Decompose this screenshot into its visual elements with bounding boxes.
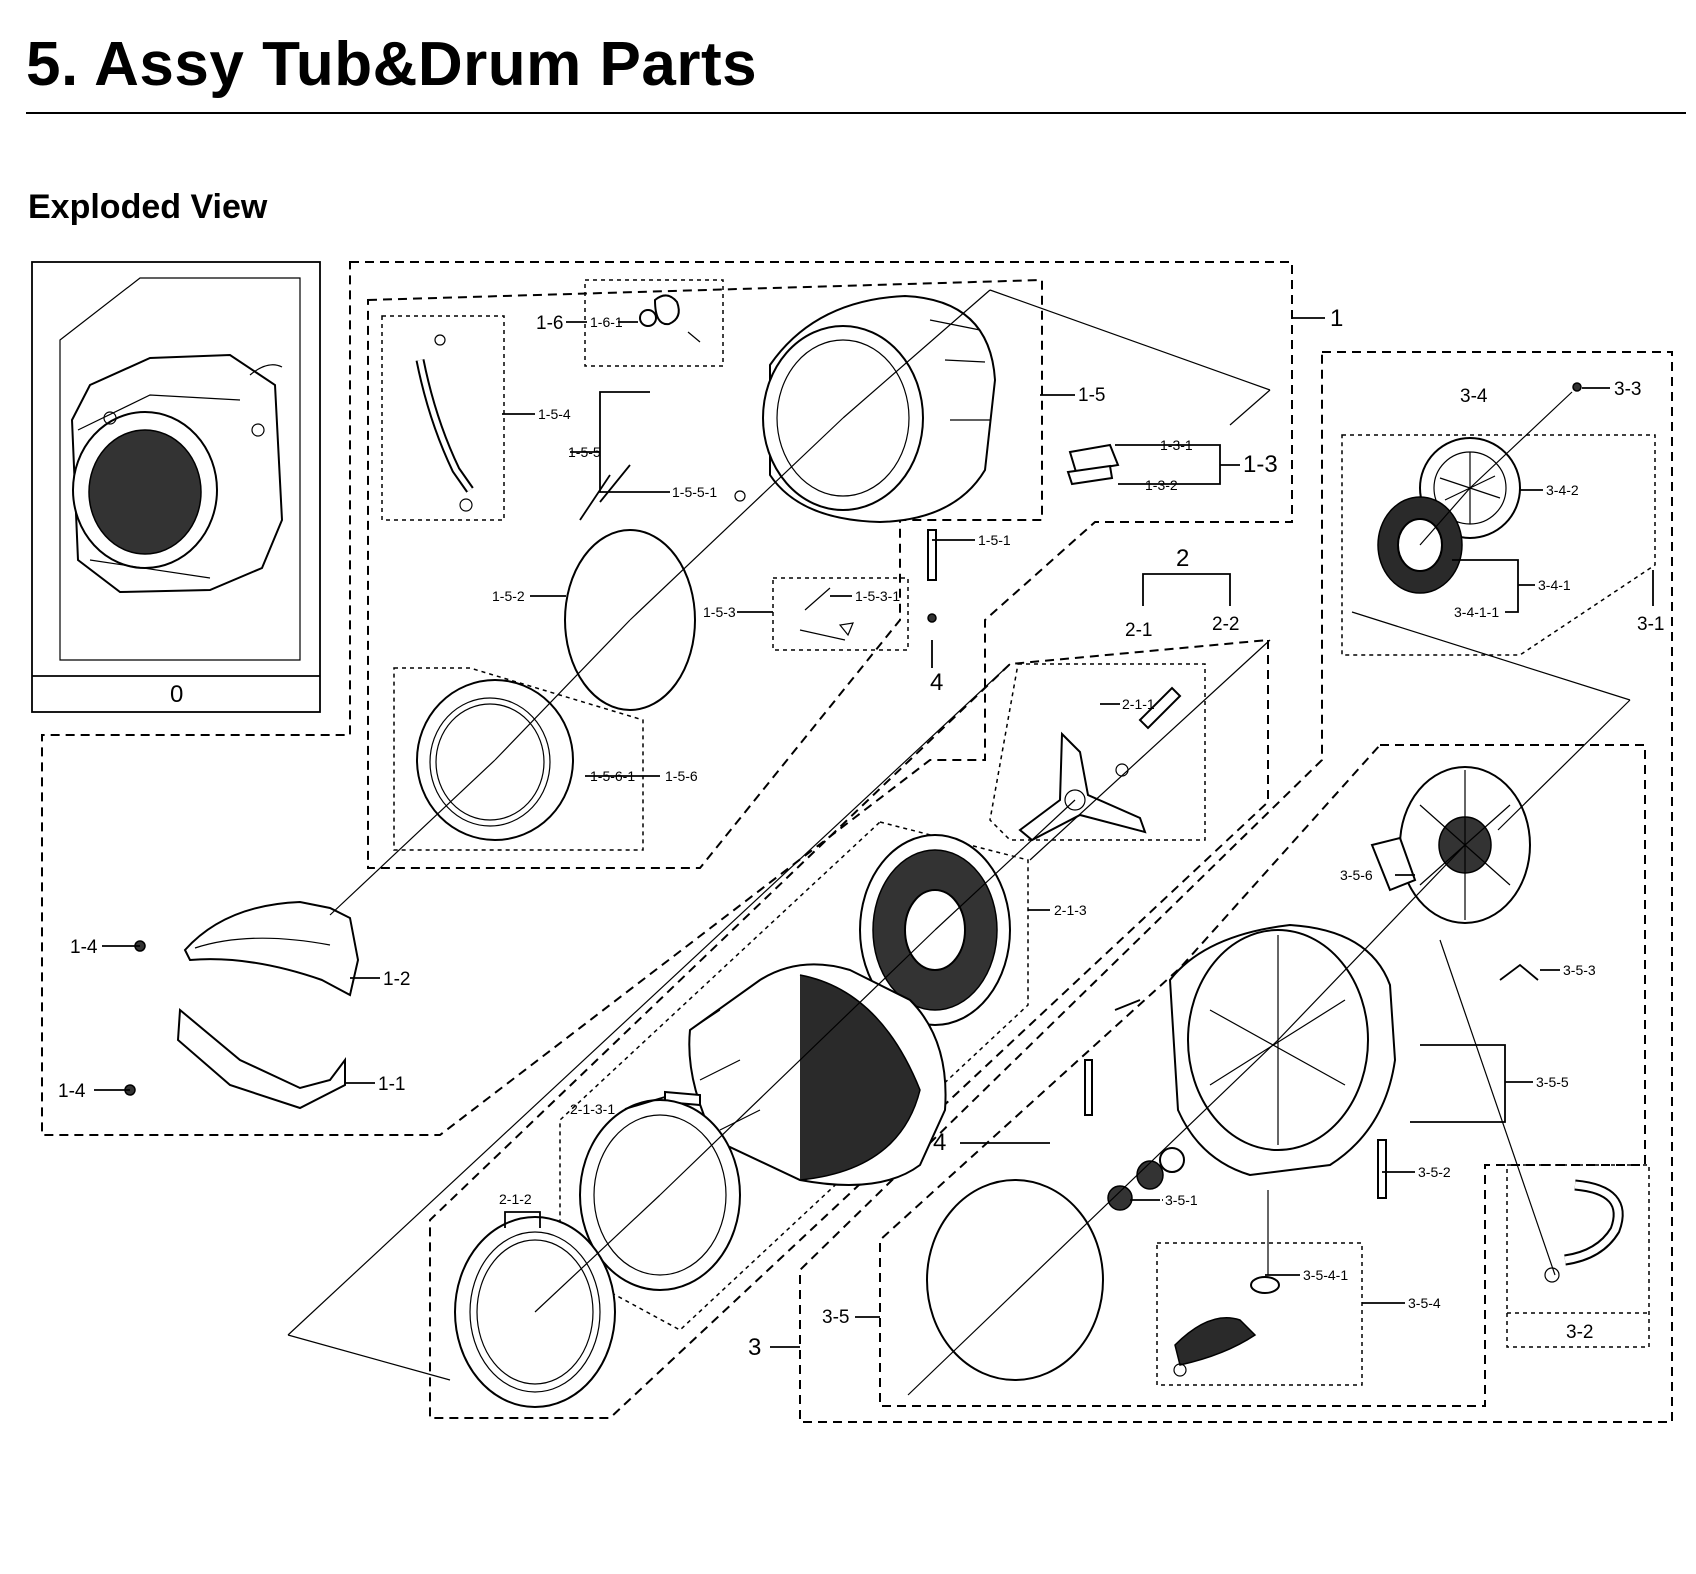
label-3-5-3: 3-5-3 — [1563, 962, 1596, 978]
label-1-2: 1-2 — [383, 969, 410, 990]
assembly-0-box — [31, 261, 321, 713]
label-1-3: 1-3 — [1243, 451, 1278, 478]
spider-2-1-1 — [1018, 731, 1147, 842]
group-3-5-outline — [879, 744, 1646, 1407]
page-title: 5. Assy Tub&Drum Parts — [26, 30, 758, 99]
label-2-1-2: 2-1-2 — [499, 1191, 532, 1207]
label-2-1: 2-1 — [1125, 620, 1152, 641]
label-3-5-1: 3-5-1 — [1165, 1192, 1198, 1208]
label-3-5-4: 3-5-4 — [1408, 1295, 1441, 1311]
group-3-4-box — [1341, 434, 1656, 656]
label-1-1: 1-1 — [378, 1074, 405, 1095]
label-4-upper: 4 — [930, 669, 943, 696]
label-3-5: 3-5 — [822, 1307, 849, 1328]
group-3-5-4-box — [1156, 1242, 1363, 1386]
group-3-parts — [926, 382, 1654, 1381]
label-2-1-3-1: 2-1-3-1 — [570, 1101, 615, 1117]
label-1-5-6: 1-5-6 — [665, 768, 698, 784]
label-1-5-2: 1-5-2 — [492, 588, 525, 604]
label-3-5-6: 3-5-6 — [1340, 867, 1373, 883]
label-3-5-2: 3-5-2 — [1418, 1164, 1451, 1180]
group-1-5-6-box — [393, 667, 644, 851]
section-heading: Exploded View — [28, 188, 268, 226]
label-2-2: 2-2 — [1212, 614, 1239, 635]
label-2-1-1: 2-1-1 — [1122, 696, 1155, 712]
label-2-1-3: 2-1-3 — [1054, 902, 1087, 918]
label-1-5: 1-5 — [1078, 385, 1105, 406]
label-1-5-1: 1-5-1 — [978, 532, 1011, 548]
label-1-5-6-1: 1-5-6-1 — [590, 768, 635, 784]
group-2-1-3-outline — [559, 821, 1029, 1331]
label-1-4-lower: 1-4 — [58, 1081, 86, 1102]
label-2: 2 — [1176, 545, 1189, 572]
title-divider — [26, 112, 1686, 114]
label-1-5-4: 1-5-4 — [538, 406, 571, 422]
leader-lines — [94, 289, 1654, 1396]
label-1-5-5: 1-5-5 — [568, 444, 601, 460]
hose-1-5-4 — [415, 359, 474, 493]
label-3-5-5: 3-5-5 — [1536, 1074, 1569, 1090]
group-3-outline — [799, 351, 1673, 1423]
group-1-5-4-box — [381, 315, 505, 521]
group-1-outline — [41, 261, 1293, 1136]
label-3-5-4-1: 3-5-4-1 — [1303, 1267, 1348, 1283]
label-3-2: 3-2 — [1566, 1322, 1593, 1343]
label-1-3-1: 1-3-1 — [1160, 437, 1193, 453]
group-2-1-1-box — [989, 663, 1206, 841]
group-1-5-3-box — [772, 577, 909, 651]
group-boundaries — [31, 261, 1673, 1423]
label-1-6: 1-6 — [536, 313, 563, 334]
complete-assembly-illustration — [59, 277, 301, 661]
label-3-4-1-1: 3-4-1-1 — [1454, 604, 1499, 620]
label-3-1: 3-1 — [1637, 614, 1664, 635]
label-3-4-2: 3-4-2 — [1546, 482, 1579, 498]
label-3-4: 3-4 — [1460, 386, 1488, 407]
label-1-6-1: 1-6-1 — [590, 314, 623, 330]
label-3: 3 — [748, 1334, 761, 1361]
frame-1-1 — [176, 1007, 346, 1110]
label-0: 0 — [170, 681, 183, 708]
label-1-3-2: 1-3-2 — [1145, 477, 1178, 493]
label-1-5-3-1: 1-5-3-1 — [855, 588, 900, 604]
part-labels: 0 1 1-1 1-2 1-3 1-3-1 1-3-2 1-4 1-4 1-5 … — [58, 305, 1664, 1361]
label-1-4-upper: 1-4 — [70, 937, 98, 958]
label-1: 1 — [1330, 305, 1343, 332]
label-1-5-5-1: 1-5-5-1 — [672, 484, 717, 500]
frame-1-2 — [183, 900, 360, 997]
label-3-3: 3-3 — [1614, 379, 1641, 400]
gasket-3-5 — [926, 1179, 1104, 1381]
label-1-5-3: 1-5-3 — [703, 604, 736, 620]
group-3-2-box — [1506, 1164, 1650, 1348]
label-3-4-1: 3-4-1 — [1538, 577, 1571, 593]
label-4-lower: 4 — [933, 1129, 946, 1156]
